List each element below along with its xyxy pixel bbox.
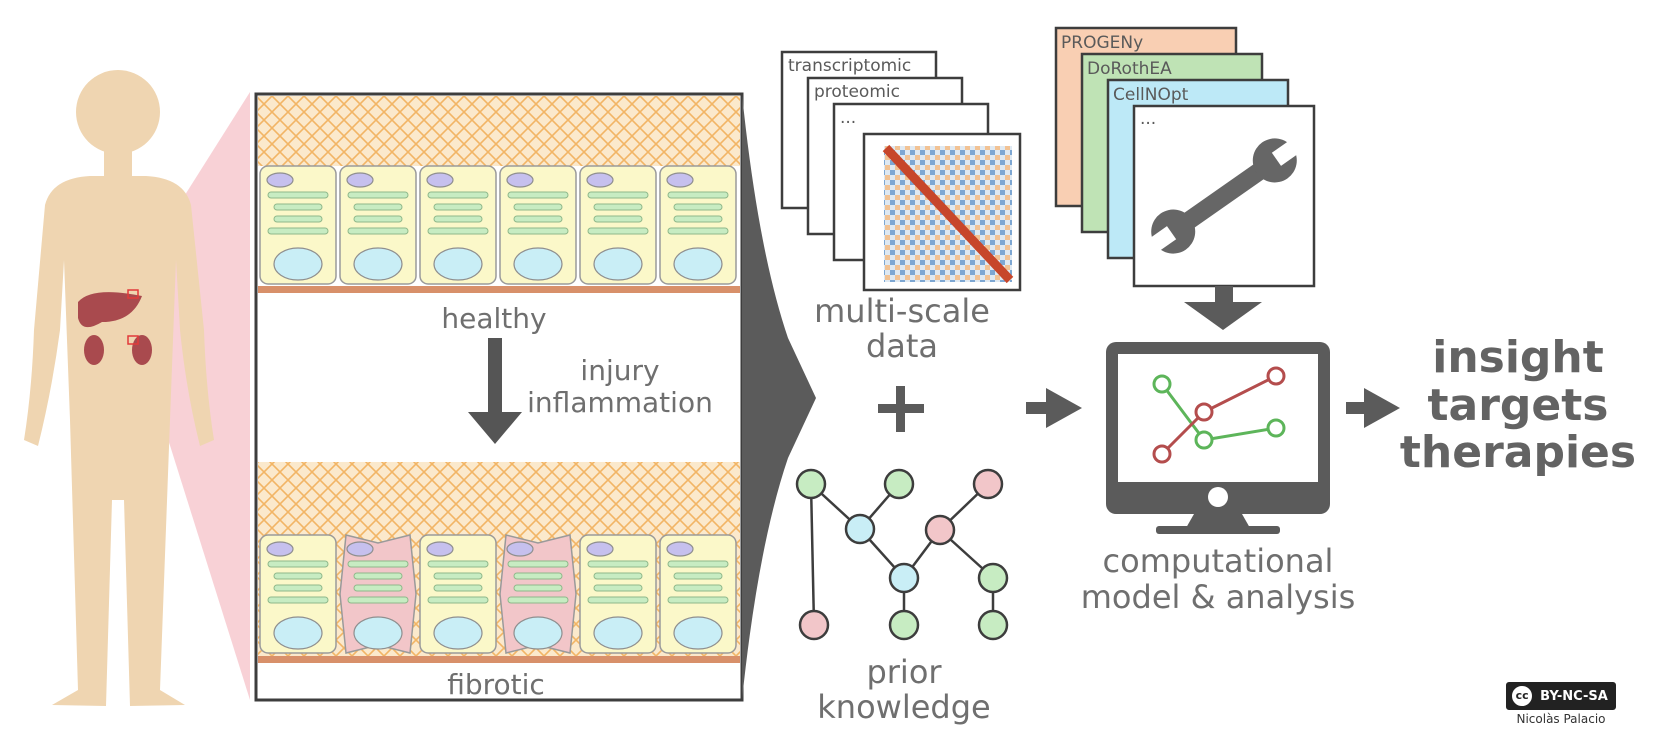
prior-knowledge-network [795,468,1009,641]
fibrotic-cell [339,534,417,654]
data-stack: transcriptomic proteomic ... [780,50,1022,292]
healthy-cell [659,534,737,654]
data-card-label: transcriptomic [788,56,911,76]
kidney-focus-box [127,335,139,345]
tools-stack: PROGENy DoRothEA CellNOpt ... [1054,26,1316,288]
healthy-cell [419,534,497,654]
data-caption-line2: data [866,327,938,365]
human-body-figure [24,70,250,706]
healthy-cell [259,534,337,654]
arrow-down-icon [1184,286,1262,330]
arrow-right-icon [1026,388,1082,428]
healthy-cell [419,165,497,285]
heatmap-diagonal [882,144,1014,284]
data-card-label: ... [840,108,856,128]
fibrotic-cell [499,534,577,654]
network-node [844,513,876,545]
cc-icon: cc [1510,684,1535,708]
fibrotic-cell-row [259,534,737,654]
data-caption-line1: multi-scale [814,292,990,330]
network-node [924,514,956,546]
healthy-ecm-layer [258,96,740,166]
tissue-panel: healthy injury inflammation fibrotic [254,92,744,702]
network-node [972,468,1004,500]
healthy-cell-row [259,165,737,285]
arrow-right-icon [1346,388,1400,428]
wrench-icon [1145,137,1303,255]
knowledge-caption-line2: knowledge [817,688,990,726]
license-label: BY-NC-SA [1540,688,1608,704]
right-kidney-icon [132,335,152,365]
head [76,70,160,154]
outcome-therapies: therapies [1400,427,1636,478]
liver-icon [78,292,142,328]
license-credit: cc BY-NC-SA Nicolàs Palacio [1486,682,1636,726]
monitor-screen [1118,354,1318,482]
network-node [977,562,1009,594]
model-caption-line1: computational [1103,542,1334,580]
network-node [888,562,920,594]
outcome-insight: insight [1432,332,1604,383]
tool-card-label: CellNOpt [1113,85,1189,105]
body-silhouette [24,176,214,706]
healthy-cell [259,165,337,285]
liver-focus-box [127,289,139,299]
power-button [1208,487,1228,507]
network-node [795,468,827,500]
network-node [798,609,830,641]
fibrotic-label: fibrotic [447,668,545,701]
network-node [888,609,920,641]
transition-label-injury: injury [580,354,659,387]
transition-label-inflammation: inflammation [527,386,713,419]
network-node [977,609,1009,641]
healthy-label: healthy [441,302,546,335]
monitor-stand [1156,526,1280,534]
model-caption-line2: model & analysis [1081,578,1356,616]
healthy-cell [339,165,417,285]
healthy-basement-membrane [258,286,740,293]
author-name: Nicolàs Palacio [1516,712,1606,726]
computer-monitor [1106,342,1330,534]
monitor-neck [1186,514,1250,528]
healthy-cell [659,165,737,285]
healthy-cell [579,165,657,285]
healthy-cell [579,534,657,654]
license-badge[interactable]: cc BY-NC-SA [1506,682,1616,710]
tool-card-label: DoRothEA [1087,59,1172,79]
network-node [883,468,915,500]
injury-arrow-icon [468,412,522,444]
plus-icon [878,386,924,432]
knowledge-caption-line1: prior [866,653,942,691]
chevron-arrow-icon [742,94,816,700]
outcome-targets: targets [1428,380,1609,431]
fibrotic-basement-membrane [258,656,740,663]
left-kidney-icon [84,335,104,365]
tool-card-label: ... [1140,109,1156,129]
healthy-cell [499,165,577,285]
tool-card-label: PROGENy [1061,33,1143,53]
data-card-label: proteomic [814,82,900,102]
